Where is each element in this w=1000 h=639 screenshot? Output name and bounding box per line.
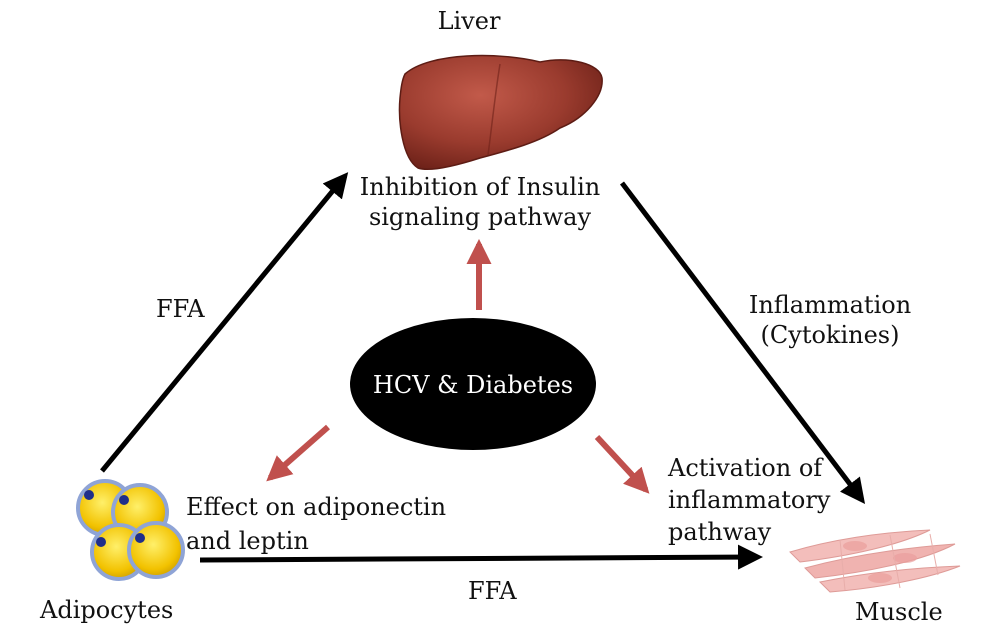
adipokine-effect-line-1: Effect on adiponectin <box>186 493 447 521</box>
adipokine-effect-label: Effect on adiponectin and leptin <box>186 490 446 558</box>
inflammatory-activation-line-1: Activation of <box>668 454 823 482</box>
hcv-diabetes-label: HCV & Diabetes <box>372 371 574 399</box>
adipokine-effect-line-2: and leptin <box>186 527 309 555</box>
hcv-diabetes-ellipse <box>350 318 596 450</box>
insulin-inhibition-line-1: Inhibition of Insulin <box>359 173 601 201</box>
inflammatory-activation-line-3: pathway <box>668 518 772 546</box>
inflammation-label: Inflammation (Cytokines) <box>730 290 930 350</box>
ffa-bottom-label: FFA <box>468 577 517 605</box>
muscle-icon <box>789 529 961 593</box>
inflammatory-activation-line-2: inflammatory <box>668 486 831 514</box>
adipocytes-label: Adipocytes <box>40 596 174 624</box>
muscle-label: Muscle <box>855 598 943 626</box>
ffa-left-label: FFA <box>156 295 205 323</box>
inflammatory-activation-label: Activation of inflammatory pathway <box>668 452 830 548</box>
arrow-ffa-adipocytes-to-muscle <box>199 544 763 570</box>
arrow-ffa-adipocytes-to-liver <box>100 172 349 473</box>
liver-icon <box>398 54 603 171</box>
arrow-hcv-to-inflammatory-pathway <box>594 434 650 494</box>
inflammation-line-2: (Cytokines) <box>760 321 900 349</box>
adipocytes-icon <box>76 479 185 581</box>
insulin-inhibition-label: Inhibition of Insulin signaling pathway <box>330 172 630 232</box>
liver-label: Liver <box>437 7 501 35</box>
arrow-inflammation-liver-to-muscle <box>620 181 866 504</box>
inflammation-line-1: Inflammation <box>748 291 912 319</box>
insulin-inhibition-line-2: signaling pathway <box>368 203 592 231</box>
arrow-hcv-to-adipokines <box>266 424 330 482</box>
